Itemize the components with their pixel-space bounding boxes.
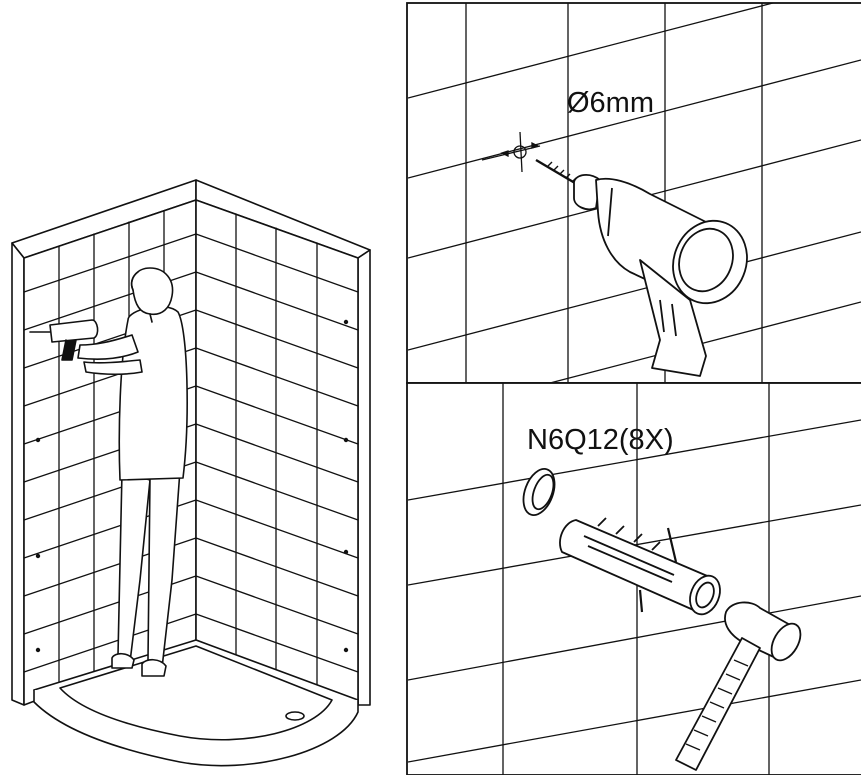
right-wall-tiles — [195, 213, 359, 689]
right-wall-panel — [195, 179, 371, 706]
drill-panel: Ø6mm — [406, 2, 861, 384]
drill-diameter-label: Ø6mm — [567, 87, 654, 119]
drill-icon — [535, 158, 748, 377]
anchor-code-label: N6Q12(8X) — [527, 424, 674, 456]
diameter-marker — [481, 131, 541, 173]
wall-anchor-icon — [559, 517, 721, 616]
anchor-panel: N6Q12(8X) — [406, 382, 861, 775]
washer-icon — [522, 468, 556, 516]
drill-marks — [35, 319, 349, 653]
shower-scene — [11, 179, 371, 767]
hammer-icon — [675, 601, 802, 771]
person-icon — [29, 267, 188, 677]
